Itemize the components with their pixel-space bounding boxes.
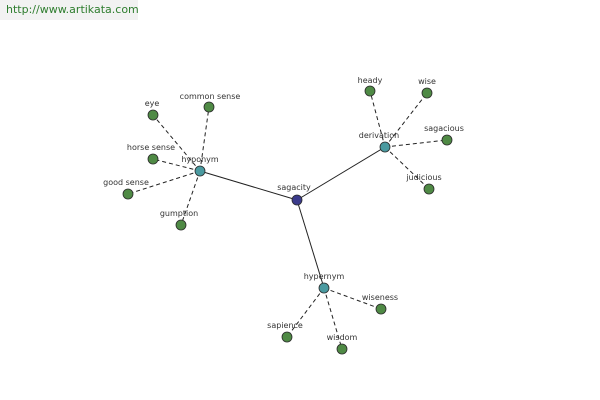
- edge-hyponym-good-sense: [127, 170, 201, 195]
- leaf-label-common-sense[interactable]: common sense: [180, 92, 241, 101]
- root-label-sagacity[interactable]: sagacity: [277, 183, 311, 192]
- leaf-node-wisdom[interactable]: [336, 343, 348, 355]
- relation-node-hypernym[interactable]: [318, 282, 330, 294]
- leaf-node-wise[interactable]: [421, 87, 433, 99]
- leaf-label-sagacious[interactable]: sagacious: [424, 124, 464, 133]
- graph-nodes: [122, 85, 453, 355]
- leaf-label-sapience[interactable]: sapience: [267, 321, 303, 330]
- leaf-node-wiseness[interactable]: [375, 303, 387, 315]
- edge-hypernym-sapience: [286, 287, 325, 338]
- edge-derivation-judicious: [384, 146, 430, 190]
- leaf-node-gumption[interactable]: [175, 219, 187, 231]
- edge-hyponym-common-sense: [199, 106, 210, 172]
- leaf-label-good-sense[interactable]: good sense: [103, 178, 149, 187]
- edge-hypernym-wiseness: [323, 287, 382, 310]
- relation-node-derivation[interactable]: [379, 141, 391, 153]
- leaf-node-sapience[interactable]: [281, 331, 293, 343]
- leaf-label-wisdom[interactable]: wisdom: [327, 333, 358, 342]
- edge-hyponym-horse-sense: [152, 158, 201, 172]
- edge-derivation-sagacious: [384, 139, 448, 148]
- leaf-label-judicious[interactable]: judicious: [405, 173, 441, 182]
- leaf-label-wise[interactable]: wise: [418, 77, 436, 86]
- edge-sagacity-hyponym: [199, 170, 298, 201]
- edge-derivation-wise: [384, 92, 428, 148]
- leaf-node-sagacious[interactable]: [441, 134, 453, 146]
- leaf-node-heady[interactable]: [364, 85, 376, 97]
- relation-label-hypernym[interactable]: hypernym: [304, 272, 345, 281]
- leaf-node-common-sense[interactable]: [203, 101, 215, 113]
- root-node-sagacity[interactable]: [291, 194, 303, 206]
- leaf-label-wiseness[interactable]: wiseness: [362, 293, 398, 302]
- relation-label-derivation[interactable]: derivation: [359, 131, 399, 140]
- edge-derivation-heady: [369, 90, 386, 148]
- leaf-label-eye[interactable]: eye: [145, 99, 160, 108]
- leaf-label-heady[interactable]: heady: [358, 76, 383, 85]
- leaf-label-horse-sense[interactable]: horse sense: [127, 143, 175, 152]
- edge-sagacity-hypernym: [296, 199, 325, 289]
- leaf-label-gumption[interactable]: gumption: [160, 209, 198, 218]
- source-url[interactable]: http://www.artikata.com: [0, 0, 138, 20]
- leaf-node-judicious[interactable]: [423, 183, 435, 195]
- graph-labels: eye common sense horse sense good sense gump…: [103, 76, 464, 342]
- edge-hyponym-eye: [152, 114, 201, 172]
- graph-edges: [127, 90, 448, 350]
- edge-hyponym-gumption: [180, 170, 201, 226]
- leaf-node-horse-sense[interactable]: [147, 153, 159, 165]
- leaf-node-good-sense[interactable]: [122, 188, 134, 200]
- edge-sagacity-derivation: [296, 146, 386, 201]
- leaf-node-eye[interactable]: [147, 109, 159, 121]
- relation-node-hyponym[interactable]: [194, 165, 206, 177]
- edge-hypernym-wisdom: [323, 287, 343, 350]
- relation-label-hyponym[interactable]: hyponym: [181, 155, 219, 164]
